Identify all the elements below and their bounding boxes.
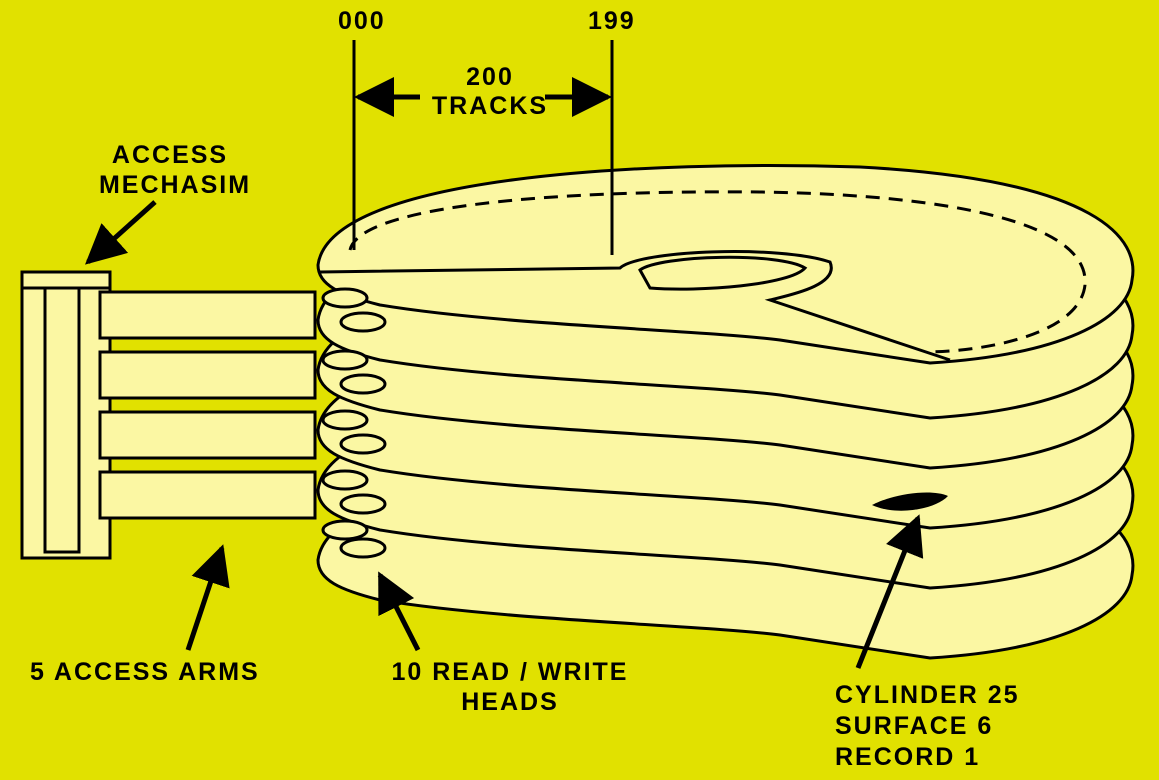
heads-label-line1: 10 READ / WRITE	[391, 658, 629, 686]
heads-label-line2: HEADS	[461, 688, 559, 716]
read-write-head-9	[321, 519, 369, 541]
access-arms	[98, 290, 317, 520]
record-label: RECORD 1	[835, 743, 981, 771]
record-highlight	[872, 492, 948, 511]
surface-label: SURFACE 6	[835, 712, 994, 740]
cylinder-label: CYLINDER 25	[835, 681, 1020, 709]
access-arm-2	[98, 350, 317, 400]
access-mechanism-label-line2: MECHASIM	[98, 171, 252, 199]
access-arm-3	[98, 410, 317, 460]
track-000-label: 000	[338, 7, 386, 35]
read-write-head-1	[321, 287, 369, 309]
read-write-head-4	[339, 373, 387, 395]
read-write-head-3	[321, 349, 369, 371]
access-arm-4	[98, 470, 317, 520]
read-write-heads	[321, 287, 387, 559]
heads-arrow	[377, 571, 421, 652]
access-arm-1	[98, 290, 317, 340]
access-mechanism-arrow	[85, 200, 157, 265]
access-arms-arrow	[185, 544, 230, 651]
read-write-head-8	[339, 493, 387, 515]
platter-cutout	[319, 250, 951, 362]
platter-stack	[316, 164, 1135, 660]
access-mechanism-label-line1: ACCESS	[111, 141, 229, 169]
read-write-head-6	[339, 433, 387, 455]
read-write-head-10	[339, 537, 387, 559]
access-mechanism-block	[20, 270, 112, 560]
cylinder-arrow	[855, 514, 924, 669]
outer-track-dashed	[348, 190, 1087, 354]
track-count-number: 200	[466, 63, 514, 91]
track-199-label: 199	[588, 7, 636, 35]
read-write-head-5	[321, 409, 369, 431]
track-count-word: TRACKS	[431, 92, 549, 120]
access-arms-label: 5 ACCESS ARMS	[30, 658, 260, 686]
read-write-head-2	[339, 311, 387, 333]
read-write-head-7	[321, 469, 369, 491]
spindle-hub	[638, 255, 808, 291]
